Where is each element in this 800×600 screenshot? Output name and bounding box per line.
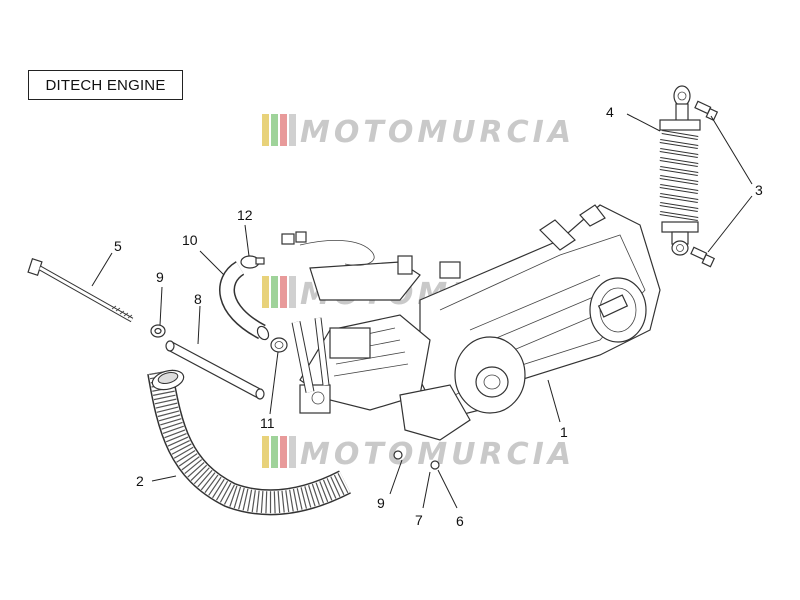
watermark-bottom: MOTOMURCIA [262,436,571,472]
callout-3: 3 [755,182,763,198]
long-bolt-part [27,258,134,323]
watermark-top: MOTOMURCIA [262,114,575,150]
watermark-text: MOTOMURCIA [300,115,575,150]
callout-1: 1 [560,424,568,440]
corrugated-hose-part [147,369,351,516]
small-hose-part [219,261,270,341]
hose-clamp-part [240,255,265,269]
washer-part [150,324,166,338]
callout-9-lower: 9 [377,495,385,511]
lower-clamp-part [270,337,288,353]
spacer-tube-part [165,340,265,400]
callout-7: 7 [415,512,423,528]
diagram-title: DITECH ENGINE [28,70,183,100]
leader-lines [91,113,753,509]
shock-bolt-lower-part [690,246,716,268]
callout-labels: 1 2 3 4 5 6 7 8 9 9 10 11 12 [114,104,763,529]
rear-shock-absorber-part [659,85,701,256]
callout-4: 4 [606,104,614,120]
callout-2: 2 [136,473,144,489]
callout-11: 11 [260,415,275,431]
shock-bolt-upper-part [694,100,719,122]
engine-assembly-part [281,204,661,470]
callout-6: 6 [456,513,464,529]
callout-10: 10 [182,232,198,248]
callout-8: 8 [194,291,202,307]
callout-5: 5 [114,238,122,254]
callout-9-upper: 9 [156,269,164,285]
callout-12: 12 [237,207,253,223]
